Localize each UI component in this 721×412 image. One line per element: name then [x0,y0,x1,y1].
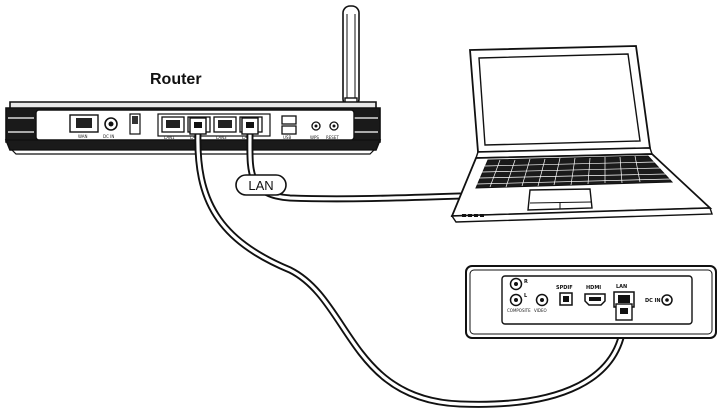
player-lan-label: LAN [616,284,627,290]
player-composite-label: COMPOSITE [507,308,531,313]
player-audio-left-label: L [524,293,528,299]
laptop-touchpad [527,188,593,211]
router-lan3-port [213,116,237,133]
laptop-status-lights [462,214,484,217]
lan-cable-label-text: LAN [248,178,273,193]
cable-router-to-laptop [246,128,464,203]
player-dc-in-label: DC IN [645,298,661,304]
player-lan-plug [615,303,633,321]
lan-cable-label: LAN [235,174,287,196]
player-audio-right-label: R [524,279,528,285]
laptop [450,45,713,223]
router-wps-button: WPS [310,121,321,140]
media-player: R L COMPOSITE VIDEO SPDIF HDMI [465,265,717,339]
router-reset-label: RESET [326,135,339,140]
player-video-port: VIDEO [534,293,549,313]
player-hdmi-label: HDMI [586,285,601,291]
router-power-switch [129,113,141,135]
router-lan1-port [161,116,185,133]
laptop-keyboard [475,155,674,189]
player-audio-left-port: L COMPOSITE [507,293,531,313]
router-usb-label: USB [283,135,291,140]
router-lan4-plug [241,117,259,135]
player-spdif-port: SPDIF [556,285,573,306]
router-wan-label: WAN [78,134,87,139]
router-lan2-plug [189,117,207,135]
router-title: Router [150,71,202,88]
router-lan1-label: LAN1 [164,135,175,140]
player-audio-right-port: R [509,277,528,291]
player-hdmi-port: HDMI [584,285,606,306]
router-usb-port: USB [281,115,297,140]
player-spdif-label: SPDIF [556,285,573,291]
router-wan-port: WAN [69,114,99,139]
router-reset-button: RESET [326,121,339,140]
player-dc-in-port: DC IN [645,294,673,306]
router-power-label: DC IN [103,134,114,139]
router-wps-label: WPS [310,135,319,140]
router-power-port: DC IN [103,117,118,139]
router-lan3-label: LAN3 [216,135,227,140]
player-video-label: VIDEO [534,308,547,313]
cable-router-to-media-player [194,128,628,408]
router-antenna [342,5,360,111]
